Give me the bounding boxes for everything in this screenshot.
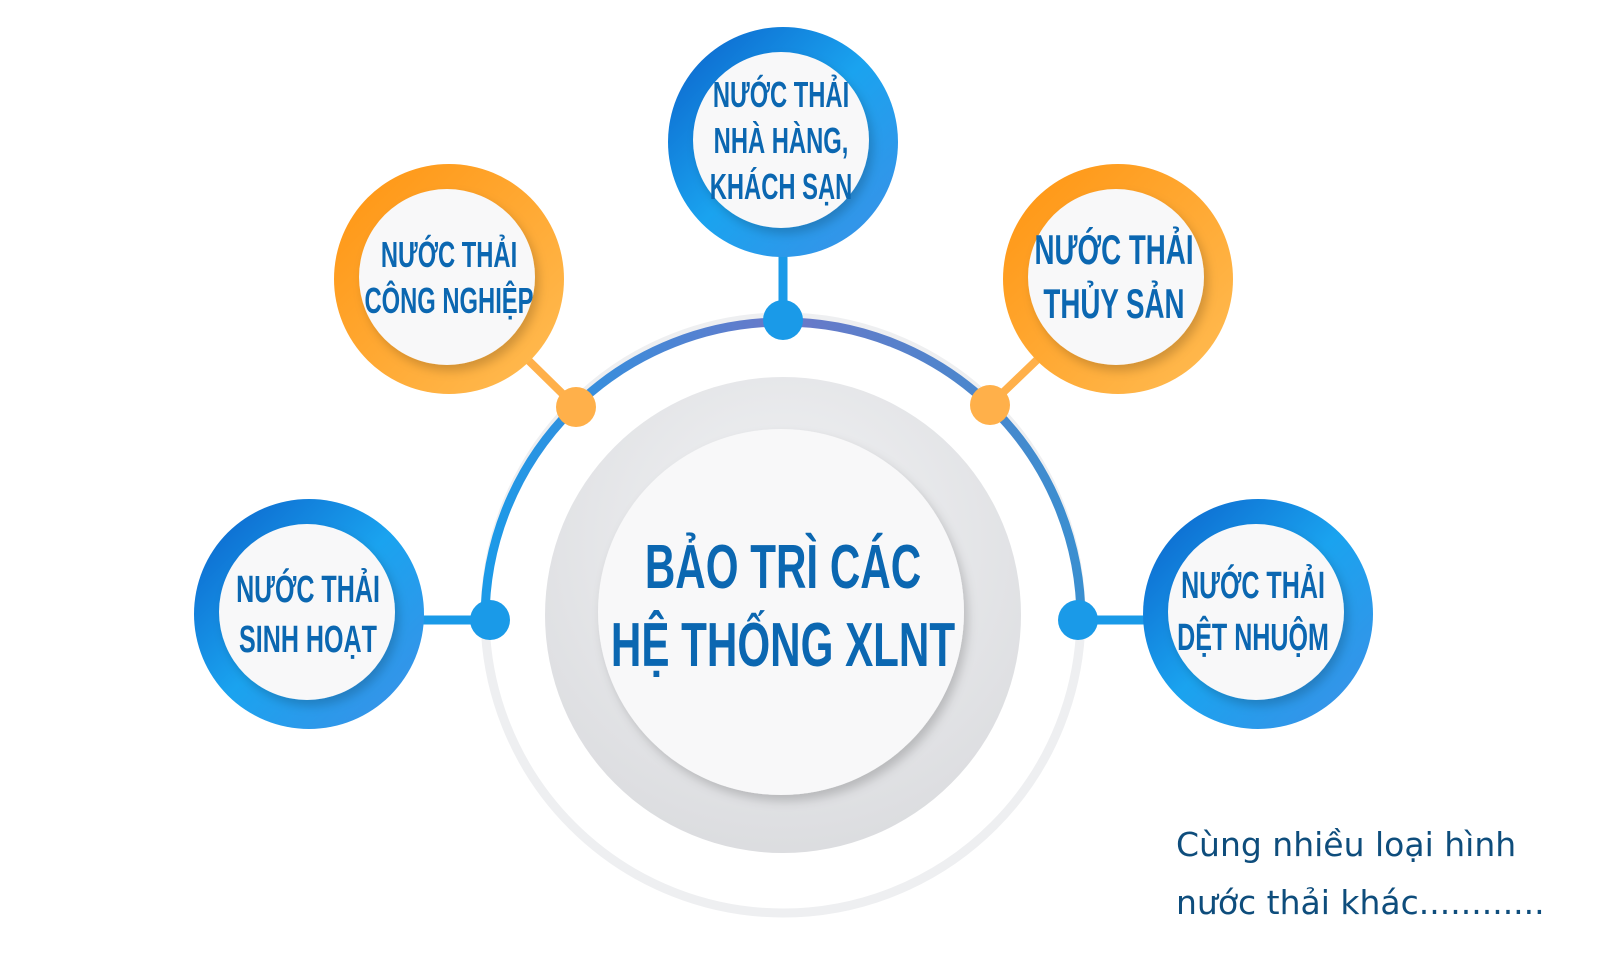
connector-dot <box>556 387 596 427</box>
connector-dot <box>470 600 510 640</box>
svg-text:NHÀ HÀNG,: NHÀ HÀNG, <box>714 120 849 161</box>
node-thuy-san: NƯỚC THẢI THỦY SẢN <box>1003 164 1233 394</box>
footnote-line-1: Cùng nhiều loại hình <box>1176 825 1517 864</box>
center-title: BẢO TRÌ CÁC HỆ THỐNG XLNT <box>611 532 955 680</box>
connector-dot <box>1058 600 1098 640</box>
svg-text:NƯỚC THẢI: NƯỚC THẢI <box>713 73 849 115</box>
svg-text:HỆ THỐNG XLNT: HỆ THỐNG XLNT <box>611 609 955 680</box>
connector-dot <box>970 385 1010 425</box>
footnote-line-2: nước thải khác............ <box>1176 883 1545 922</box>
node-det-nhuom: NƯỚC THẢI DỆT NHUỘM <box>1143 499 1373 729</box>
svg-text:DỆT NHUỘM: DỆT NHUỘM <box>1177 616 1329 658</box>
svg-text:NƯỚC THẢI: NƯỚC THẢI <box>1034 226 1193 273</box>
svg-text:SINH HOẠT: SINH HOẠT <box>239 618 377 660</box>
node-cong-nghiep: NƯỚC THẢI CÔNG NGHIỆP <box>334 164 564 394</box>
svg-text:NƯỚC THẢI: NƯỚC THẢI <box>1181 564 1325 606</box>
center-white-disc <box>598 429 964 795</box>
footnote: Cùng nhiều loại hình nước thải khác.....… <box>1176 816 1545 932</box>
node-nha-hang-khach-san: NƯỚC THẢI NHÀ HÀNG, KHÁCH SẠN <box>668 27 898 257</box>
svg-text:CÔNG NGHIỆP: CÔNG NGHIỆP <box>365 279 534 321</box>
node-sinh-hoat: NƯỚC THẢI SINH HOẠT <box>194 499 424 729</box>
svg-text:KHÁCH SẠN: KHÁCH SẠN <box>710 166 853 207</box>
svg-text:NƯỚC THẢI: NƯỚC THẢI <box>381 233 517 275</box>
connector-dot <box>763 300 803 340</box>
svg-text:NƯỚC THẢI: NƯỚC THẢI <box>236 568 380 610</box>
svg-text:THỦY SẢN: THỦY SẢN <box>1043 280 1184 327</box>
svg-text:BẢO TRÌ CÁC: BẢO TRÌ CÁC <box>645 532 921 602</box>
